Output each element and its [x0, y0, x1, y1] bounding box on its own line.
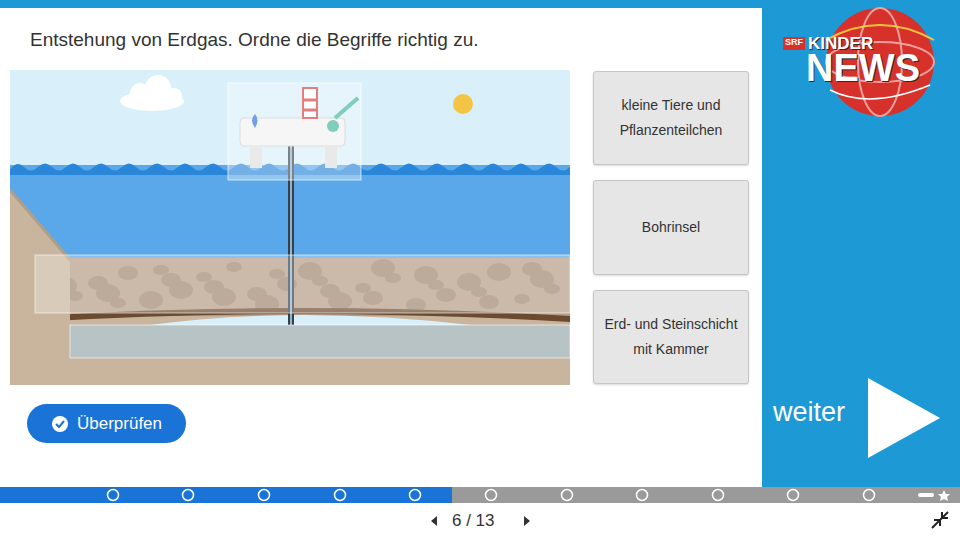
button-label: Überprüfen: [77, 414, 162, 434]
term-card: kleine Tiere und Pflanzenteilchen: [593, 71, 749, 165]
term-text: Erd- und Steinschicht mit Kammer: [604, 312, 738, 362]
next-label: weiter: [773, 399, 845, 426]
logo-news: NEWS: [806, 49, 920, 87]
term-card: Bohrinsel: [593, 180, 749, 275]
next-icon: [524, 516, 530, 526]
progress-end: [918, 493, 934, 497]
progress-dots: [108, 490, 875, 501]
title: Entstehung von Erdgas. Ordne die Begriff…: [30, 29, 479, 51]
prev-icon: [431, 516, 437, 526]
next-arrow: [868, 378, 940, 458]
side-panel: [762, 0, 960, 487]
logo-badge: [783, 37, 805, 50]
check-icon: [51, 415, 69, 433]
check-button: Überprüfen: [27, 404, 186, 443]
term-text: Bohrinsel: [642, 215, 700, 240]
progress-star: [938, 490, 950, 501]
term-text: kleine Tiere und Pflanzenteilchen: [604, 93, 738, 143]
progress-track: [0, 487, 960, 503]
term-card: Erd- und Steinschicht mit Kammer: [593, 290, 749, 384]
gas-field-illustration: [10, 70, 570, 385]
fullscreen-icon: [932, 512, 948, 528]
progress-fill: [0, 487, 452, 503]
logo-srf: SRF: [785, 38, 803, 47]
page-counter: 6 / 13: [452, 512, 495, 529]
